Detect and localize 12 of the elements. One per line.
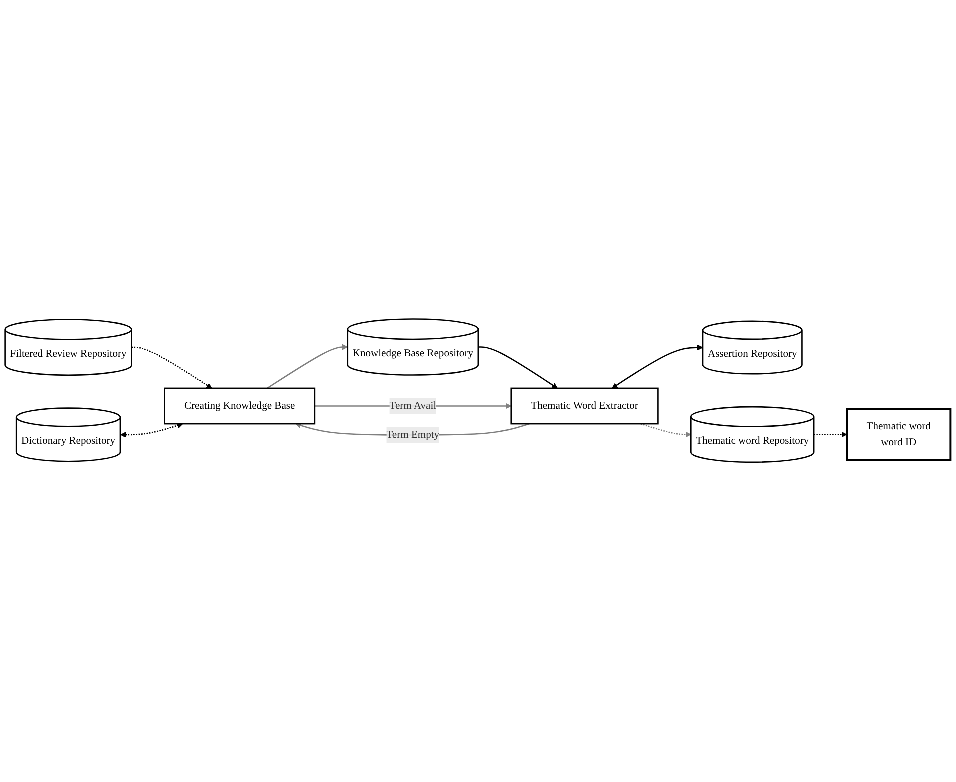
- arrow: [267, 344, 348, 390]
- node-box: Thematic Word Extractor: [510, 388, 659, 425]
- arrow: [814, 432, 848, 438]
- arrow: [120, 423, 184, 438]
- edge-label: Term Empty: [386, 429, 440, 441]
- node-box: Creating Knowledge Base: [164, 388, 316, 425]
- arrow: [640, 424, 692, 438]
- arrow: [132, 347, 212, 389]
- edge-label: Term Avail: [390, 400, 437, 412]
- node-box: Thematic word word ID: [846, 408, 952, 462]
- arrow: [478, 346, 558, 389]
- arrow: [612, 345, 704, 389]
